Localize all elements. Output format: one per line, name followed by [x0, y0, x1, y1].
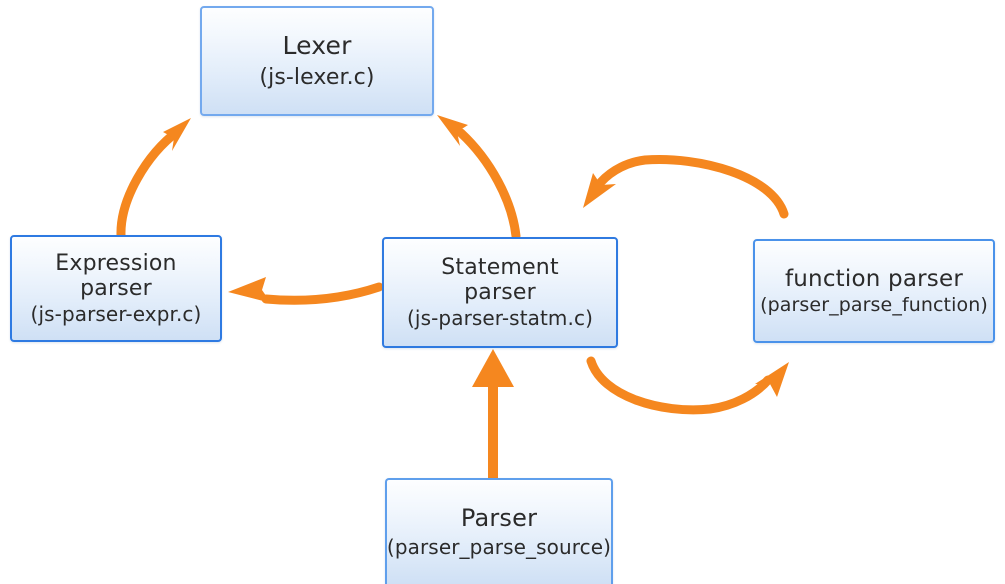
- node-function-parser-title: function parser: [784, 265, 963, 292]
- node-function-parser[interactable]: function parser (parser_parse_function): [753, 239, 995, 343]
- node-lexer-title: Lexer: [282, 31, 352, 61]
- node-lexer[interactable]: Lexer (js-lexer.c): [200, 6, 434, 116]
- node-expression-parser-title-line1: Expression: [55, 251, 177, 277]
- node-expression-parser-title-line2: parser: [80, 276, 152, 302]
- edge-statement-to-lexer: [437, 115, 521, 241]
- edge-expression-to-lexer: [116, 118, 191, 240]
- node-lexer-subtitle: (js-lexer.c): [259, 64, 375, 90]
- node-statement-parser[interactable]: Statement parser (js-parser-statm.c): [382, 237, 618, 348]
- node-parser-title: Parser: [460, 504, 538, 533]
- edge-function-to-statement: [583, 155, 789, 219]
- node-statement-parser-title-line2: parser: [464, 280, 536, 306]
- node-expression-parser-subtitle: (js-parser-expr.c): [30, 302, 202, 327]
- edge-parser-to-statement: [472, 349, 514, 478]
- node-function-parser-subtitle: (parser_parse_function): [760, 293, 988, 316]
- edge-statement-to-function: [586, 356, 789, 415]
- node-expression-parser[interactable]: Expression parser (js-parser-expr.c): [10, 235, 222, 342]
- node-parser[interactable]: Parser (parser_parse_source): [385, 478, 613, 584]
- node-parser-subtitle: (parser_parse_source): [386, 534, 612, 559]
- node-statement-parser-subtitle: (js-parser-statm.c): [407, 306, 593, 331]
- node-statement-parser-title-line1: Statement: [441, 255, 559, 281]
- edge-statement-to-expression: [228, 277, 384, 305]
